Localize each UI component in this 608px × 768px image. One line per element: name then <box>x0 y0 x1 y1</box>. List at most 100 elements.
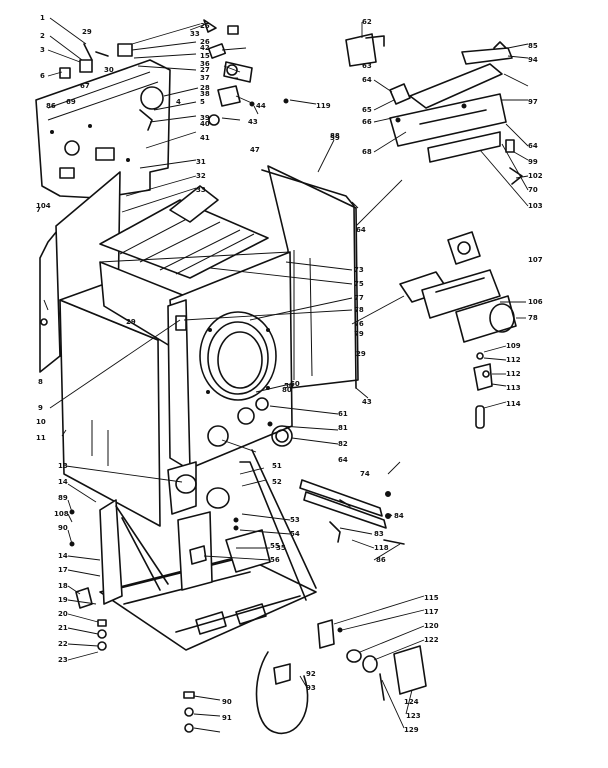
callout-label: 85 <box>528 42 538 50</box>
callout-label: 122 <box>424 636 439 644</box>
callout-label: 29 <box>356 350 366 358</box>
callout-label: 33 <box>196 186 206 194</box>
callout-label: 17 <box>58 566 68 574</box>
callout-label: 97 <box>528 98 538 106</box>
callout-label: 69 <box>66 98 76 106</box>
callout-label: 89 <box>58 494 68 502</box>
callout-label: 114 <box>506 400 521 408</box>
callout-label: 119 <box>316 102 331 110</box>
callout-label: 83 <box>374 530 384 538</box>
callout-label: 43 <box>362 398 372 406</box>
callout-label: 35 <box>276 544 286 552</box>
callout-label: 31 <box>196 158 206 166</box>
callout-label: 6 <box>40 72 45 80</box>
callout-label: 1 <box>40 14 45 22</box>
side-rails <box>267 421 405 545</box>
callout-label: 118 <box>374 544 389 552</box>
callout-label: 91 <box>222 714 232 722</box>
callout-label: 109 <box>506 342 521 350</box>
callout-label: 104 <box>36 202 51 210</box>
callout-label: 117 <box>424 608 439 616</box>
callout-label: 68 <box>362 148 372 156</box>
callout-label: 40 <box>200 120 210 128</box>
callout-label: 36 <box>200 60 210 68</box>
callout-label: 70 <box>528 186 538 194</box>
callout-label: 22 <box>58 640 68 648</box>
callout-label: 27 <box>200 66 210 74</box>
callout-label: 38 <box>200 90 210 98</box>
callout-label: 9 <box>38 404 43 412</box>
callout-label: 112 <box>506 370 521 378</box>
callout-label: 93 <box>306 684 316 692</box>
callout-label: 113 <box>506 384 521 392</box>
callout-label: 30 <box>104 66 114 74</box>
main-cabinet <box>99 165 359 471</box>
callout-label: 55 <box>270 542 280 550</box>
callout-label: 41 <box>200 134 210 142</box>
callout-label: 62 <box>362 18 372 26</box>
drive-belt <box>255 651 309 735</box>
blower-housing <box>399 231 517 343</box>
callout-label: 61 <box>338 410 348 418</box>
callout-label: 8 <box>38 378 43 386</box>
callout-label: 64 <box>528 142 538 150</box>
callout-label: 28 <box>200 84 210 92</box>
callout-label: 80 <box>282 386 292 394</box>
callout-label: 106 <box>528 298 543 306</box>
callout-label: 7 <box>36 206 41 214</box>
callout-label: 29 <box>126 318 136 326</box>
callout-label: 115 <box>424 594 439 602</box>
callout-label: 23 <box>58 656 68 664</box>
callout-label: 54 <box>290 530 300 538</box>
callout-label: 107 <box>528 256 543 264</box>
callout-label: 11 <box>36 434 46 442</box>
callout-label: 112 <box>506 356 521 364</box>
callout-label: 20 <box>58 610 68 618</box>
base-frame <box>99 449 317 651</box>
callout-label: 53 <box>290 516 300 524</box>
callout-label: 129 <box>404 726 419 734</box>
callout-label: 47 <box>250 146 260 154</box>
control-knob-assembly <box>59 43 133 79</box>
callout-label: 78 <box>354 306 364 314</box>
callout-label: 14 <box>58 552 68 560</box>
callout-label: 5 <box>200 98 205 106</box>
callout-label: 64 <box>362 76 372 84</box>
callout-label: 99 <box>528 158 538 166</box>
callout-label: 51 <box>272 462 282 470</box>
callout-label: 15 <box>200 52 210 60</box>
callout-label: 3 <box>40 46 45 54</box>
callout-label: 29 <box>82 28 92 36</box>
callout-label: 84 <box>394 512 404 520</box>
callout-label: 52 <box>272 478 282 486</box>
callout-label: 79 <box>354 330 364 338</box>
callout-label: 77 <box>354 294 364 302</box>
callout-label: 43 <box>248 118 258 126</box>
callout-label: 4 <box>176 98 181 106</box>
callout-label: 59 <box>330 134 340 142</box>
callout-label: 76 <box>354 320 364 328</box>
callout-label: 14 <box>58 478 68 486</box>
callout-label: 66 <box>362 118 372 126</box>
right-side-panel <box>261 169 357 389</box>
callout-label: 120 <box>424 622 439 630</box>
callout-label: 123 <box>406 712 421 720</box>
callout-label: 103 <box>528 202 543 210</box>
callout-label: 90 <box>58 524 68 532</box>
callout-label: 39 <box>200 114 210 122</box>
heater-bracket <box>345 33 523 185</box>
callout-label: 33 <box>190 30 200 38</box>
callout-label: 67 <box>80 82 90 90</box>
callout-label: 19 <box>58 596 68 604</box>
callout-label: 81 <box>338 424 348 432</box>
callout-label: 78 <box>528 314 538 322</box>
callout-label: 88 <box>330 132 340 140</box>
callout-label: 18 <box>58 582 68 590</box>
callout-label: 2 <box>40 32 45 40</box>
callout-label: 108 <box>54 510 69 518</box>
callout-label: 63 <box>362 62 372 70</box>
callout-label: 42 <box>200 44 210 52</box>
callout-label: 13 <box>58 462 68 470</box>
